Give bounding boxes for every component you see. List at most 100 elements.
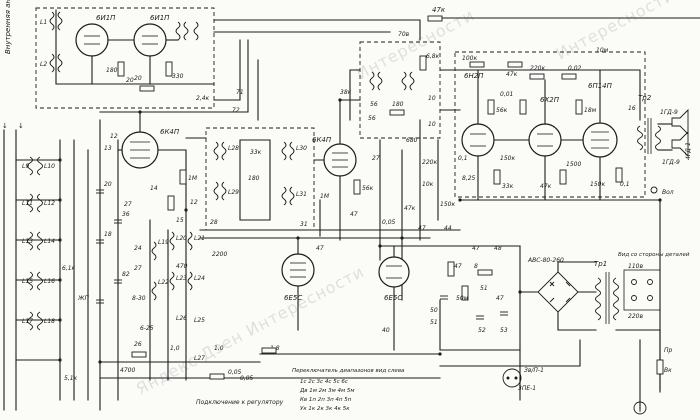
tube-6-designator: 6Е5С [284, 294, 302, 302]
voltage-selector [623, 269, 661, 311]
svg-text:13: 13 [104, 145, 112, 152]
svg-text:L1: L1 [40, 19, 47, 26]
svg-text:33к: 33к [250, 149, 262, 156]
speaker-2-label: 1ГД-9 [662, 159, 680, 166]
coil-label-l17: L17 [22, 318, 33, 325]
svg-text:10: 10 [428, 121, 436, 128]
coil-label-l20: L20 [176, 235, 187, 242]
tube-7-symbol [133, 23, 167, 57]
coil-label-l24: L24 [194, 275, 205, 282]
coil-label-l15: L15 [22, 278, 33, 285]
svg-text:14: 14 [150, 185, 158, 192]
coil-label-l14: L14 [44, 238, 55, 245]
svg-text:50: 50 [430, 307, 438, 314]
tube-8-designator: 6К4П [160, 128, 180, 136]
coil-label-l23: L23 [176, 275, 187, 282]
label-c-0-1: 0,1 [458, 155, 468, 162]
svg-text:18: 18 [104, 231, 112, 238]
label-r-27: 27 [124, 201, 132, 208]
coil-label-l25: L25 [194, 317, 205, 324]
power-supply: 47 8 51 47 50 51 52 53 50м АВС-80-260 Тр… [430, 245, 690, 415]
coil-label-l31: L31 [296, 191, 307, 198]
svg-text:↓: ↓ [18, 122, 24, 130]
coil-label-l26: L26 [176, 315, 187, 322]
view-label: Вид со стороны деталей [618, 252, 690, 258]
svg-text:38к: 38к [340, 89, 352, 96]
svg-text:12: 12 [110, 133, 118, 140]
label-r-top: 47к [432, 6, 446, 14]
legend-row-3: Кв 1п 2п 3п 4п 5п [300, 397, 352, 403]
tube-1-designator: 6И1П [96, 14, 116, 22]
coil-label-l12: L12 [44, 200, 55, 207]
contact-legend: Переключатель диапазонов вид слева 1с 2с… [292, 368, 405, 412]
svg-text:27: 27 [372, 155, 380, 162]
svg-text:36: 36 [122, 211, 130, 218]
svg-text:20: 20 [104, 181, 112, 188]
svg-text:47к: 47к [540, 183, 552, 190]
svg-text:51: 51 [430, 319, 438, 326]
svg-text:28: 28 [210, 219, 218, 226]
svg-text:40: 40 [382, 327, 390, 334]
speaker-3-label: 4ГД-1 [685, 142, 692, 160]
svg-text:24: 24 [134, 245, 142, 252]
svg-text:ЖП: ЖП [77, 295, 89, 302]
svg-text:L2: L2 [40, 61, 47, 68]
label-c-2200: 2200 [212, 251, 227, 258]
svg-text:8: 8 [474, 263, 478, 270]
label-r-5-1k: 5,1к [64, 375, 78, 382]
tone-note: Подключение к регулятору [196, 399, 284, 406]
svg-text:0,02: 0,02 [568, 65, 582, 72]
legend-row-4: Ук 1к 2к 3к 4к 5к [300, 406, 350, 412]
label-c-10u: 10м [596, 47, 609, 54]
detector-shield [359, 41, 441, 139]
label-c-12: 12 [190, 199, 198, 206]
svg-text:1,0: 1,0 [214, 345, 224, 352]
svg-text:3ПЕ-1: 3ПЕ-1 [518, 385, 536, 392]
svg-text:6,8к: 6,8к [426, 53, 440, 60]
coil-label-l16: L16 [44, 278, 55, 285]
label-r-220k: 220к [530, 65, 545, 72]
transformer-out-label: Тр2 [638, 94, 652, 102]
coil-label-l19: L19 [158, 239, 169, 246]
coil-label-l11: L11 [22, 200, 33, 207]
svg-text:82: 82 [122, 271, 130, 278]
svg-text:10: 10 [428, 95, 436, 102]
svg-text:56к: 56к [496, 107, 508, 114]
label-c-50u: 50м [456, 295, 469, 302]
label-c-470: 470 [176, 263, 188, 270]
coil-label-l9: L9 [22, 163, 29, 170]
svg-text:53: 53 [500, 327, 508, 334]
rectifier-label: АВС-80-260 [527, 257, 564, 264]
svg-text:47к: 47к [506, 71, 518, 78]
svg-text:27: 27 [134, 265, 142, 272]
tube-3-designator: 6Х2П [540, 96, 560, 104]
tube-1-symbol [75, 23, 109, 57]
svg-text:47: 47 [316, 245, 324, 252]
if-filter-block: L28 L29 L30 L31 180 33к 28 31 [185, 127, 331, 231]
svg-text:6,1к: 6,1к [62, 265, 76, 272]
svg-text:56к: 56к [362, 185, 374, 192]
pickup-socket: Зв/П-1 3ПЕ-1 [439, 339, 581, 392]
svg-text:44: 44 [444, 225, 452, 232]
coil-label-l10: L10 [44, 163, 55, 170]
svg-text:0,05: 0,05 [228, 369, 242, 376]
audio-shield [454, 51, 646, 198]
coil-l15: L15 L16 [22, 271, 55, 291]
label-c-0-05: 0,05 [240, 375, 254, 382]
indicator-stage: 6Е5С 47 6Е5С 40 [281, 237, 410, 351]
pickup-socket-icon [502, 368, 522, 388]
svg-text:180: 180 [248, 175, 260, 182]
svg-text:71: 71 [236, 89, 244, 96]
svg-text:10к: 10к [422, 181, 434, 188]
tube-7-designator: 6И1П [150, 14, 170, 22]
label-c-6-25: 6-25 [140, 325, 154, 332]
contact-legend-title: Переключатель диапазонов вид слева [292, 368, 405, 374]
svg-text:70в: 70в [398, 31, 410, 38]
svg-text:31: 31 [300, 221, 308, 228]
svg-text:51: 51 [480, 285, 488, 292]
svg-text:8,25: 8,25 [462, 175, 476, 182]
watermark-tertiary: Интересности [553, 0, 678, 64]
internal-antenna-label: Внутренняя антенна [4, 0, 12, 54]
svg-text:150к: 150к [590, 181, 605, 188]
tube-4-designator: 6Н2П [464, 72, 484, 80]
